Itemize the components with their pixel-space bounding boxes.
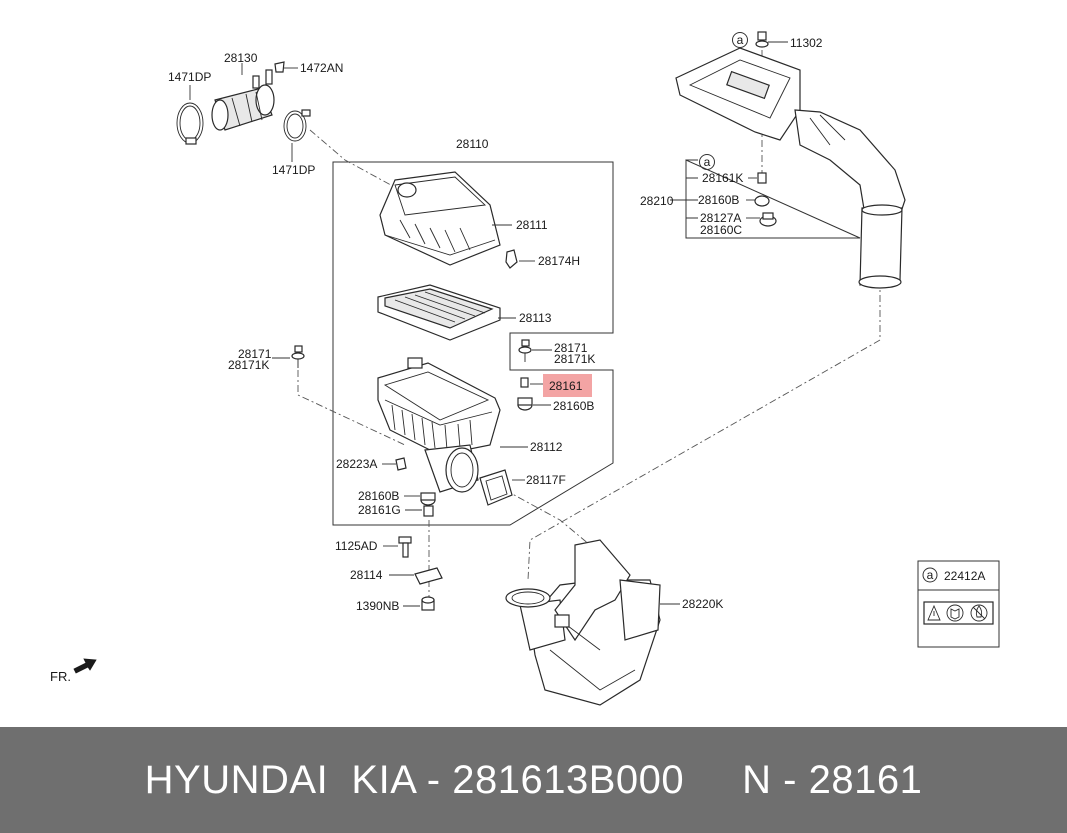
ref-circle-a-bracket: a (699, 154, 715, 170)
label-28127a: 28127A (700, 211, 741, 225)
assembly-line-duct (527, 280, 881, 581)
label-28223a: 28223A (336, 457, 377, 471)
ref-circle-a-top: a (732, 32, 748, 48)
bolt-28171-left (291, 345, 305, 368)
duct-28210 (675, 47, 906, 289)
ref-a-bracket-text: a (704, 155, 711, 169)
label-1471dp-bottom: 1471DP (272, 163, 315, 177)
fr-label: FR. (50, 669, 71, 684)
label-22412a: 22412A (944, 569, 985, 583)
label-28160b-right: 28160B (553, 399, 594, 413)
label-28110: 28110 (456, 137, 489, 151)
body-28112 (377, 357, 501, 493)
bolt-11302 (755, 31, 769, 48)
highlight-28161 (543, 374, 592, 397)
label-28111: 28111 (516, 218, 548, 232)
label-28171-right: 28171 (554, 341, 588, 355)
bracket-28223a (395, 457, 407, 471)
label-28171-left: 28171 (238, 347, 272, 361)
label-28160c: 28160C (700, 223, 742, 237)
assembly-line-seal (504, 489, 591, 546)
ref-a-box-text: a (927, 568, 934, 582)
front-arrow-icon (73, 658, 97, 674)
footer-part-number-text: HYUNDAI KIA - 281613B000 N - 28161 (144, 757, 923, 802)
label-1472an: 1472AN (300, 61, 343, 75)
assembly-line-hose (309, 129, 401, 191)
part-number-footer: HYUNDAI KIA - 281613B000 N - 28161 (0, 727, 1067, 833)
label-1390nb: 1390NB (356, 599, 399, 613)
label-28117f: 28117F (526, 473, 566, 487)
bolt-28171-right (518, 339, 532, 362)
assembly-line-bolt (297, 370, 406, 446)
bolt-1125ad (398, 536, 412, 558)
manual-icon (946, 604, 964, 622)
nut-1390nb (421, 596, 435, 611)
grommet-28161g (423, 505, 434, 517)
label-1125ad: 1125AD (335, 539, 378, 553)
grommet-28161 (520, 377, 529, 388)
clamp-1471dp-left (176, 102, 204, 144)
label-28130: 28130 (224, 51, 258, 65)
label-28112: 28112 (530, 440, 563, 454)
clip-1472an (274, 61, 285, 73)
label-28210: 28210 (640, 194, 674, 208)
grommet-28161k (757, 172, 767, 184)
label-28160b-left: 28160B (358, 489, 399, 503)
label-11302: 11302 (790, 36, 823, 50)
label-28160b-top: 28160B (698, 193, 739, 207)
label-28114: 28114 (350, 568, 383, 582)
parts-diagram: a a 28130 1471DP 1472AN 1471DP 28110 281… (50, 31, 1000, 706)
nut-28127a (759, 212, 777, 227)
duct-assembly-bracket (685, 159, 861, 239)
bracket-28114 (414, 567, 443, 585)
label-28161-highlight: 28161 (549, 379, 583, 393)
warning-triangle-icon (927, 604, 941, 621)
clip-28174h (505, 249, 518, 269)
cover-28111 (379, 171, 501, 266)
ref-a-top-text: a (737, 33, 744, 47)
label-28171k-left: 28171K (228, 358, 269, 372)
label-28113: 28113 (519, 311, 552, 325)
label-28161g: 28161G (358, 503, 401, 517)
clamp-1471dp-right (283, 110, 307, 142)
grommet-28160b-right (517, 397, 533, 411)
front-direction-indicator: FR. (50, 658, 97, 684)
resonator-28220k (505, 539, 661, 706)
hose-28130 (176, 61, 311, 145)
air-cleaner-assembly-frame (332, 161, 614, 526)
grommet-28160b-top (754, 195, 770, 207)
no-fire-icon (970, 604, 988, 622)
filter-28113 (377, 284, 501, 341)
label-box-22412a: a 22412A (917, 560, 1000, 648)
label-28174h: 28174H (538, 254, 580, 268)
label-28220k: 28220K (682, 597, 723, 611)
grommet-28160b-left (420, 492, 436, 506)
label-28161k: 28161K (702, 171, 743, 185)
label-1471dp-top: 1471DP (168, 70, 211, 84)
label-28171k-right: 28171K (554, 352, 595, 366)
seal-28117f (479, 469, 513, 506)
